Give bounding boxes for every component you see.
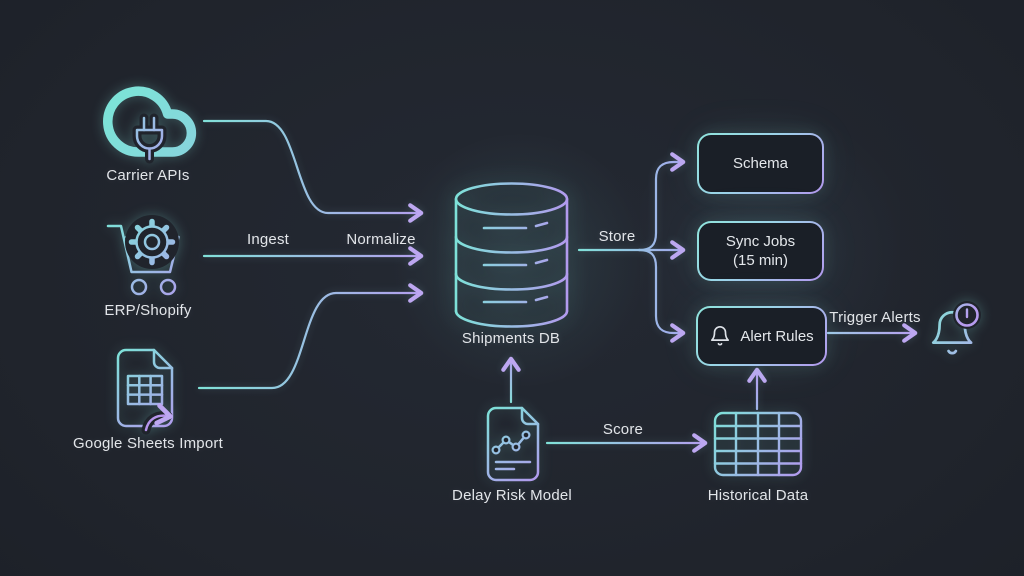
edge-store-to-alertrules: [637, 248, 686, 343]
edge-sheets-to-db: [197, 283, 424, 390]
bell-icon: [711, 326, 730, 346]
edge-label-store: Store: [598, 228, 636, 245]
chart-document-icon: [486, 406, 540, 482]
carrier-apis-label: Carrier APIs: [106, 167, 190, 184]
edge-store-to-schema: [637, 152, 686, 252]
schema-label: Schema: [732, 155, 789, 172]
node-schema: Schema: [697, 133, 824, 194]
edge-label-ingest: Ingest: [246, 231, 290, 248]
node-alert-rules: Alert Rules: [696, 306, 827, 366]
delay-risk-model-label: Delay Risk Model: [452, 487, 572, 504]
shipments-db-label: Shipments DB: [461, 330, 561, 347]
edge-label-score: Score: [602, 421, 644, 438]
edge-carrier-to-db: [202, 119, 424, 223]
sync-jobs-sublabel: (15 min): [732, 252, 788, 269]
database-icon: [454, 182, 569, 328]
edge-label-trigger-alerts: Trigger Alerts: [829, 309, 921, 326]
spreadsheet-import-icon: [116, 348, 174, 435]
cart-gear-icon: [106, 215, 180, 296]
node-sync-jobs: Sync Jobs (15 min): [697, 221, 824, 281]
alert-rules-label: Alert Rules: [740, 327, 814, 345]
bell-alert-icon: [931, 301, 981, 355]
google-sheets-import-label: Google Sheets Import: [73, 435, 223, 452]
historical-data-label: Historical Data: [707, 487, 809, 504]
table-icon: [713, 411, 803, 477]
erp-shopify-label: ERP/Shopify: [104, 302, 192, 319]
cloud-plug-icon: [103, 86, 197, 164]
sync-jobs-label: Sync Jobs: [725, 233, 796, 250]
edge-label-normalize: Normalize: [346, 231, 416, 248]
